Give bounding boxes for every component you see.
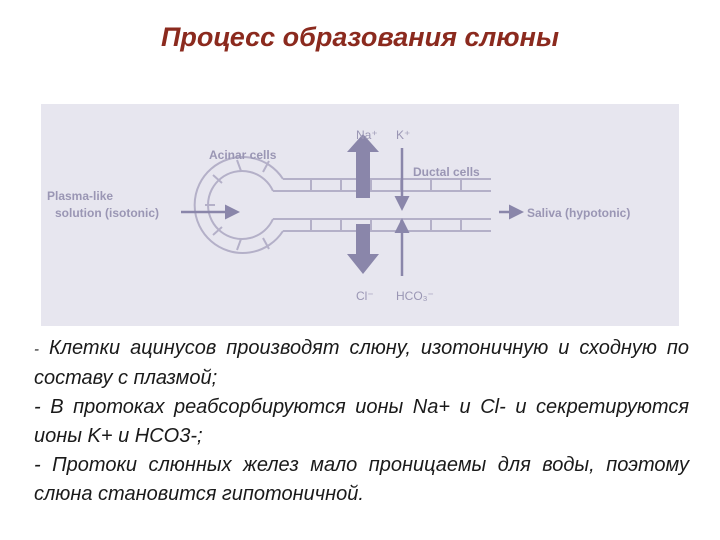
paragraph-hypotonic: - Протоки слюнных желез мало проницаемы … — [34, 454, 689, 505]
plasma-label-line1: Plasma-like — [47, 189, 113, 203]
na-label: Na⁺ — [356, 128, 378, 142]
ductal-cells-label: Ductal cells — [413, 165, 480, 179]
paragraph-dash: - — [34, 341, 39, 358]
k-label: K⁺ — [396, 128, 410, 142]
slide-title: Процесс образования слюны — [160, 22, 560, 52]
cl-label: Cl⁻ — [356, 289, 374, 303]
hco3-label: HCO₃⁻ — [396, 289, 434, 303]
saliva-label: Saliva (hypotonic) — [527, 206, 630, 220]
paragraph-acinar: - Клетки ацинусов производят слюну, изот… — [34, 337, 689, 389]
acinar-cells-label: Acinar cells — [209, 148, 277, 162]
salivary-duct-diagram: Na⁺ K⁺ Acinar cells Ductal cells Plasma-… — [41, 104, 679, 326]
paragraph-ducts: - В протоках реабсорбируются ионы Na+ и … — [34, 396, 689, 447]
body-text: - Клетки ацинусов производят слюну, изот… — [34, 334, 689, 509]
na-arrow — [347, 134, 379, 198]
duct — [273, 178, 491, 232]
plasma-label-line2: solution (isotonic) — [55, 206, 159, 220]
cl-arrow — [347, 224, 379, 274]
acinus — [193, 156, 284, 254]
